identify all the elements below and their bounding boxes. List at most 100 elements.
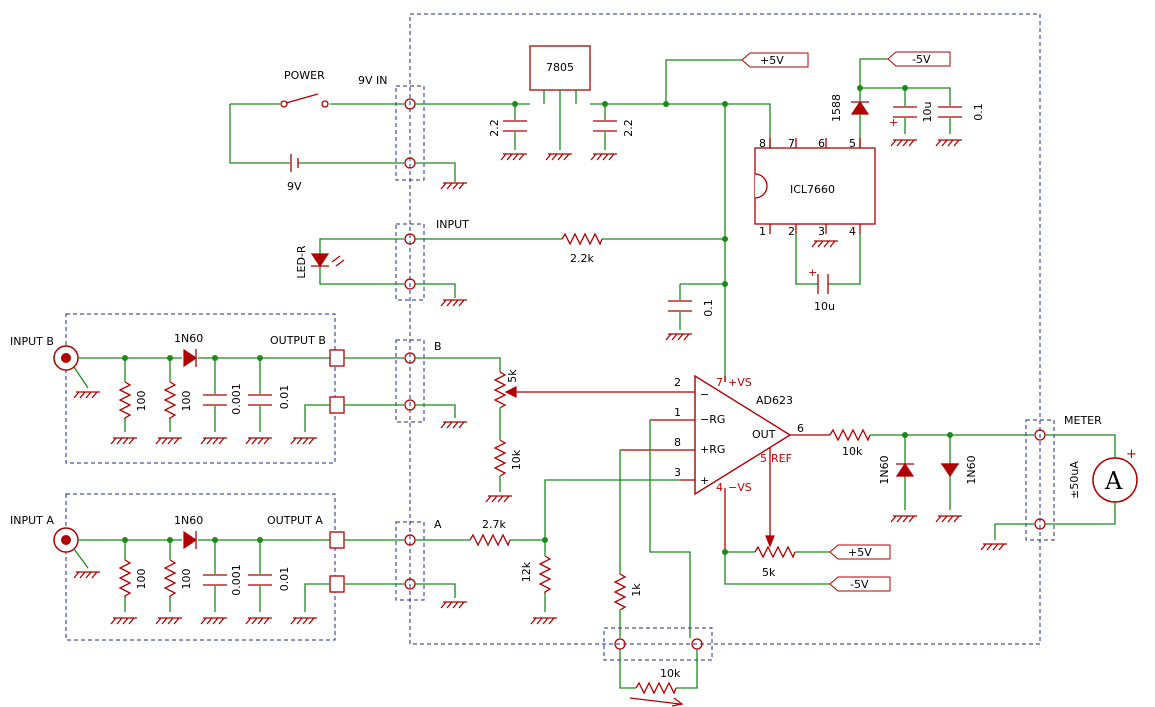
conn-9v-box — [395, 85, 425, 181]
conn-b-label: B — [434, 340, 442, 353]
amp-pin2-label: 2 — [674, 376, 681, 389]
ground-symbol — [290, 617, 317, 625]
diode-1588-label: 1588 — [830, 94, 843, 122]
capacitor-10u-top: + — [889, 88, 917, 147]
input-b-board-outline — [65, 313, 336, 464]
plus5v-tag-top — [741, 52, 809, 68]
capacitor-0-001-b — [200, 358, 227, 445]
resistor-1k — [613, 573, 627, 638]
amplifier-ad623 — [694, 374, 792, 496]
input-b-label: INPUT B — [10, 335, 54, 348]
resistor-100-a2 — [155, 540, 182, 625]
main-board-outline — [409, 13, 1041, 645]
amp-name-label: AD623 — [756, 394, 793, 407]
pot-gain-label: 10k — [660, 667, 681, 680]
potentiometer-10k-gain — [619, 649, 698, 707]
output-a-pad2 — [329, 575, 345, 593]
amp-out-label: OUT — [752, 428, 776, 441]
battery-symbol — [290, 154, 299, 172]
input-conn-label: INPUT — [436, 218, 469, 231]
r-12k-label: 12k — [520, 561, 533, 582]
resistor-100-b2 — [155, 358, 182, 445]
amp-noninv-label: + — [700, 474, 709, 487]
capacitor-reg-out — [590, 104, 617, 161]
capacitor-0-01-b — [245, 358, 272, 445]
resistor-12k — [530, 540, 557, 625]
resistor-100-a1 — [110, 540, 137, 625]
c-reg-in-label: 2.2 — [488, 119, 501, 137]
input-a-label: INPUT A — [10, 514, 54, 527]
resistor-10k-b — [485, 439, 512, 503]
amp-rg-plus-label: +RG — [700, 443, 725, 456]
amp-pin4-label: 4 — [716, 481, 723, 494]
pin-4-label: 4 — [849, 225, 856, 238]
regulator-label: 7805 — [546, 61, 574, 74]
c-01-mid-label: 0.1 — [702, 299, 715, 317]
pin-7-label: 7 — [788, 137, 795, 150]
diode-1n60-a — [183, 530, 198, 550]
amp-pin7-label: 7 — [716, 376, 723, 389]
amp-rg-minus-label: −RG — [700, 413, 725, 426]
r-2-7k-label: 2.7k — [482, 518, 506, 531]
amp-pin6-label: 6 — [797, 422, 804, 435]
amp-vs-minus-label: −VS — [728, 481, 752, 494]
conn-meter-box — [1025, 419, 1055, 541]
c-01-top-label: 0.1 — [972, 103, 985, 121]
minus5v-tag-top — [887, 51, 951, 67]
diode-out1-label: 1N60 — [878, 455, 891, 484]
diode-b-label: 1N60 — [174, 332, 203, 345]
power-label: POWER — [284, 69, 325, 82]
ground-symbol — [440, 601, 467, 609]
potentiometer-5k-ref — [725, 448, 830, 559]
led-red — [310, 238, 404, 285]
resistor-2-2k — [561, 232, 603, 246]
capacitor-0-01-a — [245, 540, 272, 625]
pot-5k-label: 5k — [506, 369, 519, 383]
amp-pin1-label: 1 — [674, 406, 681, 419]
svg-text:+: + — [808, 266, 817, 279]
capacitor-01-mid — [665, 284, 692, 341]
r-100-b1-label: 100 — [135, 391, 148, 412]
pin-8-label: 8 — [759, 137, 766, 150]
output-b-label: OUTPUT B — [270, 334, 326, 347]
capacitor-reg-in — [500, 104, 527, 161]
conn-a-box — [395, 521, 425, 601]
output-b-pad1 — [329, 349, 345, 367]
capacitor-01-top — [935, 102, 962, 147]
capacitor-0-001-a — [200, 540, 227, 625]
minus5v-tag-ref-label: -5V — [850, 578, 869, 591]
r-10k-b-label: 10k — [510, 449, 523, 470]
svg-text:+: + — [889, 116, 898, 129]
r-100-b2-label: 100 — [180, 391, 193, 412]
amp-pin8-label: 8 — [674, 436, 681, 449]
input-a-jack — [53, 527, 100, 579]
plus5v-tag-ref — [829, 544, 891, 560]
amp-pin3-label: 3 — [674, 466, 681, 479]
c-10u-bottom-label: 10u — [814, 300, 835, 313]
power-switch — [229, 93, 404, 164]
amp-pin5-label: 5 — [760, 452, 767, 465]
ammeter: A + — [1092, 447, 1138, 503]
r-1k-label: 1k — [630, 583, 643, 597]
pin-1-label: 1 — [759, 225, 766, 238]
ground-symbol — [290, 437, 317, 445]
capacitor-10u-bottom: + — [795, 234, 861, 294]
diode-a-label: 1N60 — [174, 514, 203, 527]
resistor-out-10k — [829, 428, 871, 442]
r-100-a1-label: 100 — [135, 569, 148, 590]
c-10u-top-label: 10u — [921, 102, 934, 123]
diode-1n60-out1 — [890, 435, 917, 523]
r-2-2k-label: 2.2k — [570, 252, 594, 265]
output-b-pad2 — [329, 396, 345, 414]
c-reg-out-label: 2.2 — [622, 119, 635, 137]
amp-vs-plus-label: +VS — [728, 376, 752, 389]
c-0-001-b-label: 0.001 — [230, 383, 243, 415]
input-b-jack — [53, 345, 100, 399]
diode-out2-label: 1N60 — [965, 455, 978, 484]
meter-range-label: ±50uA — [1068, 461, 1081, 499]
conn-input-box — [395, 223, 425, 301]
svg-text:+: + — [1126, 447, 1137, 462]
led-label: LED-R — [295, 245, 308, 279]
minus5v-tag-top-label: -5V — [912, 53, 931, 66]
